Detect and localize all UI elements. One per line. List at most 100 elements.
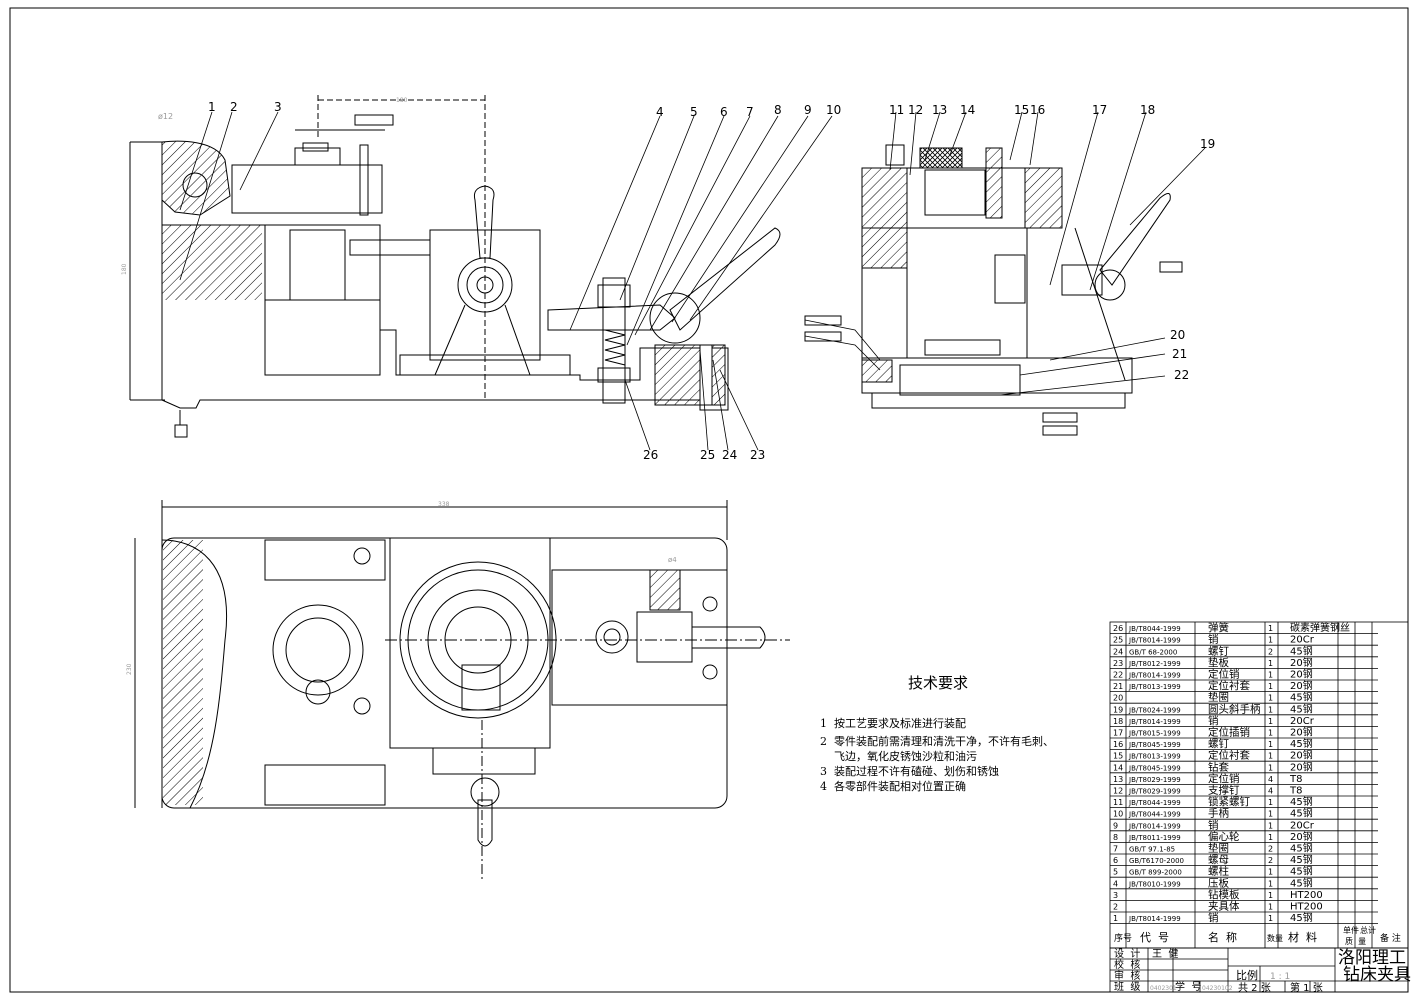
tb-design: 设 计 bbox=[1114, 947, 1140, 960]
part-number: 15 bbox=[1014, 103, 1029, 117]
bom-code: JB/T8045-1999 bbox=[1128, 741, 1181, 749]
bom-no: 12 bbox=[1113, 787, 1123, 796]
bom-no: 20 bbox=[1113, 694, 1123, 703]
bom-no: 11 bbox=[1113, 798, 1123, 807]
plan-eccentric bbox=[272, 604, 364, 696]
bom-qty: 1 bbox=[1268, 914, 1273, 923]
bom-material: 20钢 bbox=[1290, 760, 1313, 773]
bom-material: 20钢 bbox=[1290, 679, 1313, 692]
bom-no: 8 bbox=[1113, 833, 1118, 842]
bom-no: 6 bbox=[1113, 856, 1118, 865]
leader-lines bbox=[179, 111, 1206, 451]
bom-qty: 1 bbox=[1268, 891, 1273, 900]
dim-height: 180 bbox=[121, 263, 128, 275]
bom-header-remark: 备 注 bbox=[1380, 932, 1401, 944]
dim-top: 180 bbox=[396, 97, 408, 104]
bom-qty: 1 bbox=[1268, 671, 1273, 680]
part-number: 20 bbox=[1170, 328, 1185, 342]
bom-no: 9 bbox=[1113, 821, 1118, 830]
part-number: 6 bbox=[720, 105, 728, 119]
bom-material: 45钢 bbox=[1290, 702, 1313, 715]
bom-qty: 2 bbox=[1268, 845, 1273, 854]
bom-qty: 1 bbox=[1268, 833, 1273, 842]
bom-code: GB/T 68-2000 bbox=[1129, 648, 1177, 656]
bom-code: JB/T8014-1999 bbox=[1128, 915, 1181, 923]
tb-scale-label: 比例 bbox=[1236, 968, 1258, 982]
bom-qty: 1 bbox=[1268, 740, 1273, 749]
part-number: 26 bbox=[643, 448, 658, 462]
bom-name: 销 bbox=[1208, 818, 1219, 831]
bom-name: 钻模板 bbox=[1208, 888, 1240, 901]
bom-qty: 2 bbox=[1268, 856, 1273, 865]
bom-material: HT200 bbox=[1290, 890, 1323, 901]
bom-code: JB/T8044-1999 bbox=[1128, 625, 1181, 633]
bom-name: 锁紧螺钉 bbox=[1208, 795, 1250, 808]
tb-student-label: 学 号 bbox=[1175, 980, 1201, 993]
base-side bbox=[861, 357, 1133, 394]
title-block bbox=[1109, 947, 1409, 993]
bom-name: 圆头斜手柄 bbox=[1208, 702, 1261, 715]
bom-material: 20Cr bbox=[1290, 635, 1315, 646]
bom-no: 5 bbox=[1113, 868, 1118, 877]
bom-name: 夹具体 bbox=[1208, 900, 1240, 913]
bom-code: GB/T6170-2000 bbox=[1129, 857, 1184, 865]
bom-material: 45钢 bbox=[1290, 737, 1313, 750]
part-number: 2 bbox=[230, 100, 238, 114]
bom-qty: 1 bbox=[1268, 624, 1273, 633]
part-number: 8 bbox=[774, 103, 782, 117]
bom-no: 1 bbox=[1113, 914, 1118, 923]
bom-header-name: 名 称 bbox=[1208, 930, 1237, 944]
bom-qty: 1 bbox=[1268, 763, 1273, 772]
bom-name: 弹簧 bbox=[1208, 621, 1229, 634]
bom-no: 21 bbox=[1113, 682, 1123, 691]
tech-title: 技术要求 bbox=[908, 674, 968, 692]
bom-name: 销 bbox=[1208, 911, 1219, 924]
bom-code: JB/T8015-1999 bbox=[1128, 730, 1181, 738]
bom-no: 25 bbox=[1113, 636, 1123, 645]
bom-material: 45钢 bbox=[1290, 876, 1313, 889]
bom-no: 16 bbox=[1113, 740, 1123, 749]
dim-plan-width: 338 bbox=[438, 501, 450, 508]
bom-no: 19 bbox=[1113, 705, 1123, 714]
tech-item: 2 零件装配前需清理和清洗干净，不许有毛刺、 bbox=[820, 734, 1054, 748]
tb-sheet-of: 第 1 张 bbox=[1290, 981, 1323, 994]
bom-material: 碳素弹簧钢丝 bbox=[1290, 621, 1350, 634]
bom-material: 20钢 bbox=[1290, 668, 1313, 681]
front-part-numbers: 1 2 3 4 5 6 7 8 9 10 bbox=[208, 100, 841, 119]
bom-name: 螺母 bbox=[1208, 854, 1229, 866]
bom-no: 17 bbox=[1113, 729, 1123, 738]
part-number: 25 bbox=[700, 448, 715, 462]
bom-no: 24 bbox=[1113, 647, 1123, 656]
tb-review: 审 核 bbox=[1114, 969, 1140, 982]
bom-code: JB/T8044-1999 bbox=[1128, 811, 1181, 819]
bom-material: 45钢 bbox=[1290, 865, 1313, 878]
bom-qty: 4 bbox=[1268, 787, 1273, 796]
bom-header-qty: 数量 bbox=[1267, 933, 1283, 943]
tb-school: 洛阳理工 bbox=[1338, 948, 1406, 968]
tech-item: 1 按工艺要求及标准进行装配 bbox=[820, 716, 966, 730]
bom-name: 支撑钉 bbox=[1208, 784, 1240, 797]
bom-qty: 1 bbox=[1268, 659, 1273, 668]
bom-name: 定位销 bbox=[1208, 772, 1240, 785]
drill-bushing bbox=[919, 147, 963, 169]
bom-qty: 1 bbox=[1268, 682, 1273, 691]
part-number: 24 bbox=[722, 448, 737, 462]
tech-requirements: 1 按工艺要求及标准进行装配 2 零件装配前需清理和清洗干净，不许有毛刺、 飞边… bbox=[820, 716, 1054, 793]
bom-material: 45钢 bbox=[1290, 644, 1313, 657]
plan-view bbox=[134, 500, 790, 880]
bom-header-code: 代 号 bbox=[1140, 931, 1169, 944]
bom-material: 45钢 bbox=[1290, 842, 1313, 855]
bom-material: 20钢 bbox=[1290, 656, 1313, 669]
bom-material: 20钢 bbox=[1290, 830, 1313, 843]
bom-qty: 1 bbox=[1268, 694, 1273, 703]
bom-qty: 1 bbox=[1268, 879, 1273, 888]
part-number: 13 bbox=[932, 103, 947, 117]
part-number: 4 bbox=[656, 105, 664, 119]
bom-code: JB/T8045-1999 bbox=[1128, 764, 1181, 772]
bom-code: JB/T8012-1999 bbox=[1128, 660, 1181, 668]
bom-qty: 2 bbox=[1268, 647, 1273, 656]
bom-name: 定位销 bbox=[1208, 668, 1240, 681]
bom-no: 26 bbox=[1113, 624, 1123, 633]
bom-qty: 1 bbox=[1268, 636, 1273, 645]
